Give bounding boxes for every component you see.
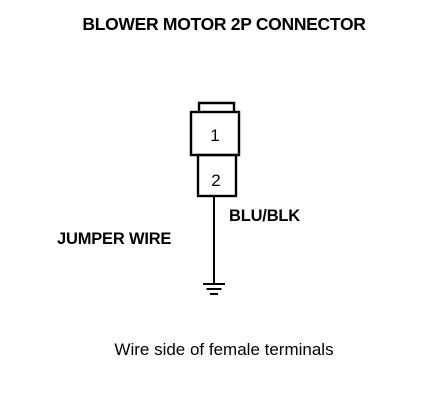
terminal-view-note: Wire side of female terminals xyxy=(114,340,334,359)
wire-color-label: BLU/BLK xyxy=(229,207,301,225)
connector-housing-lower xyxy=(196,153,238,198)
ground-icon xyxy=(203,283,225,295)
pin-1-number: 1 xyxy=(210,126,219,145)
connector-lock-tab xyxy=(197,101,236,112)
connector-2p xyxy=(189,101,241,198)
jumper-wire-label: JUMPER WIRE xyxy=(57,230,172,248)
diagram-title: BLOWER MOTOR 2P CONNECTOR xyxy=(82,14,366,34)
pin-2-number: 2 xyxy=(211,171,220,190)
